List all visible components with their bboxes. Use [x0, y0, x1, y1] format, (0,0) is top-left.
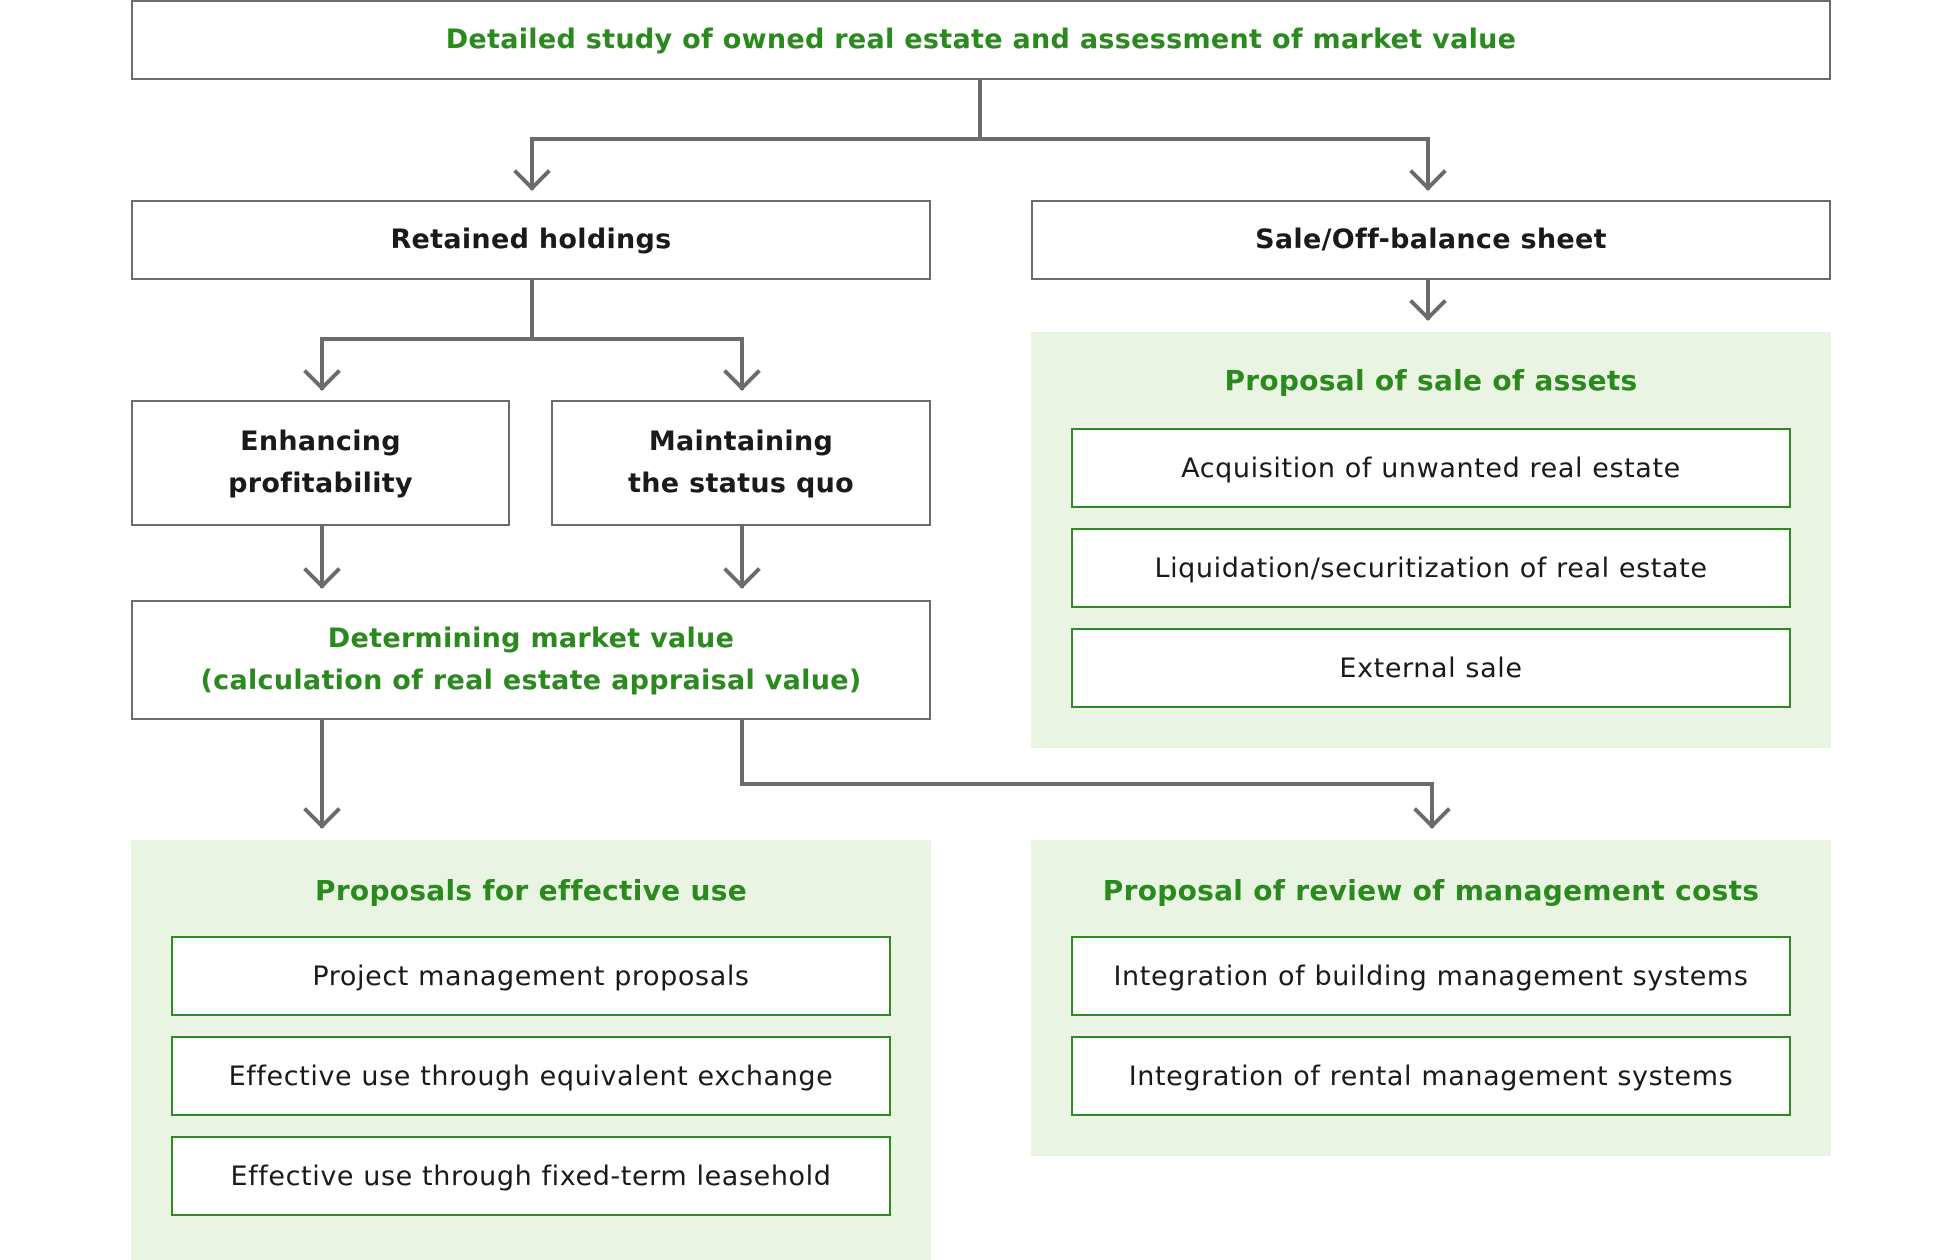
management-costs-item: Integration of building management syste…	[1071, 936, 1791, 1016]
arrowhead-maintaining	[723, 369, 761, 391]
market-value-line2: (calculation of real estate appraisal va…	[200, 665, 862, 696]
arrowhead-effective	[303, 807, 341, 829]
sale-assets-title: Proposal of sale of assets	[1224, 364, 1638, 397]
arrowhead-enhancing-market	[303, 567, 341, 589]
arrowhead-sale	[1409, 169, 1447, 191]
top-box: Detailed study of owned real estate and …	[131, 0, 1831, 80]
arrowhead-sale-panel	[1409, 299, 1447, 321]
effective-use-panel: Proposals for effective use Project mana…	[131, 840, 931, 1260]
enhancing-profitability-box: Enhancing profitability	[131, 400, 510, 526]
top-box-label: Detailed study of owned real estate and …	[445, 24, 1517, 55]
arrowhead-maintaining-market	[723, 567, 761, 589]
sale-offbalance-label: Sale/Off-balance sheet	[1255, 224, 1607, 255]
enhancing-line1: Enhancing	[240, 426, 401, 457]
maintaining-line2: the status quo	[628, 468, 854, 499]
connector-market-management	[740, 718, 1434, 828]
maintaining-line1: Maintaining	[648, 426, 834, 457]
maintaining-status-quo-box: Maintaining the status quo	[551, 400, 931, 526]
sale-assets-item: Liquidation/securitization of real estat…	[1071, 528, 1791, 608]
effective-use-item: Effective use through equivalent exchang…	[171, 1036, 891, 1116]
enhancing-line2: profitability	[228, 468, 413, 499]
market-value-box: Determining market value (calculation of…	[131, 600, 931, 720]
arrowhead-enhancing	[303, 369, 341, 391]
market-value-line1: Determining market value	[327, 623, 735, 654]
sale-assets-item: External sale	[1071, 628, 1791, 708]
effective-use-item: Project management proposals	[171, 936, 891, 1016]
sale-assets-panel: Proposal of sale of assets Acquisition o…	[1031, 332, 1831, 748]
effective-use-title: Proposals for effective use	[315, 874, 747, 907]
retained-holdings-label: Retained holdings	[390, 224, 672, 255]
management-costs-item: Integration of rental management systems	[1071, 1036, 1791, 1116]
arrowhead-retained	[513, 169, 551, 191]
management-costs-panel: Proposal of review of management costs I…	[1031, 840, 1831, 1156]
arrowhead-management	[1413, 807, 1451, 829]
management-costs-title: Proposal of review of management costs	[1102, 874, 1760, 907]
effective-use-item: Effective use through fixed-term leaseho…	[171, 1136, 891, 1216]
retained-holdings-box: Retained holdings	[131, 200, 931, 280]
connector-top-split	[530, 78, 1430, 190]
sale-offbalance-box: Sale/Off-balance sheet	[1031, 200, 1831, 280]
sale-assets-item: Acquisition of unwanted real estate	[1071, 428, 1791, 508]
connector-retained-split	[320, 278, 744, 390]
